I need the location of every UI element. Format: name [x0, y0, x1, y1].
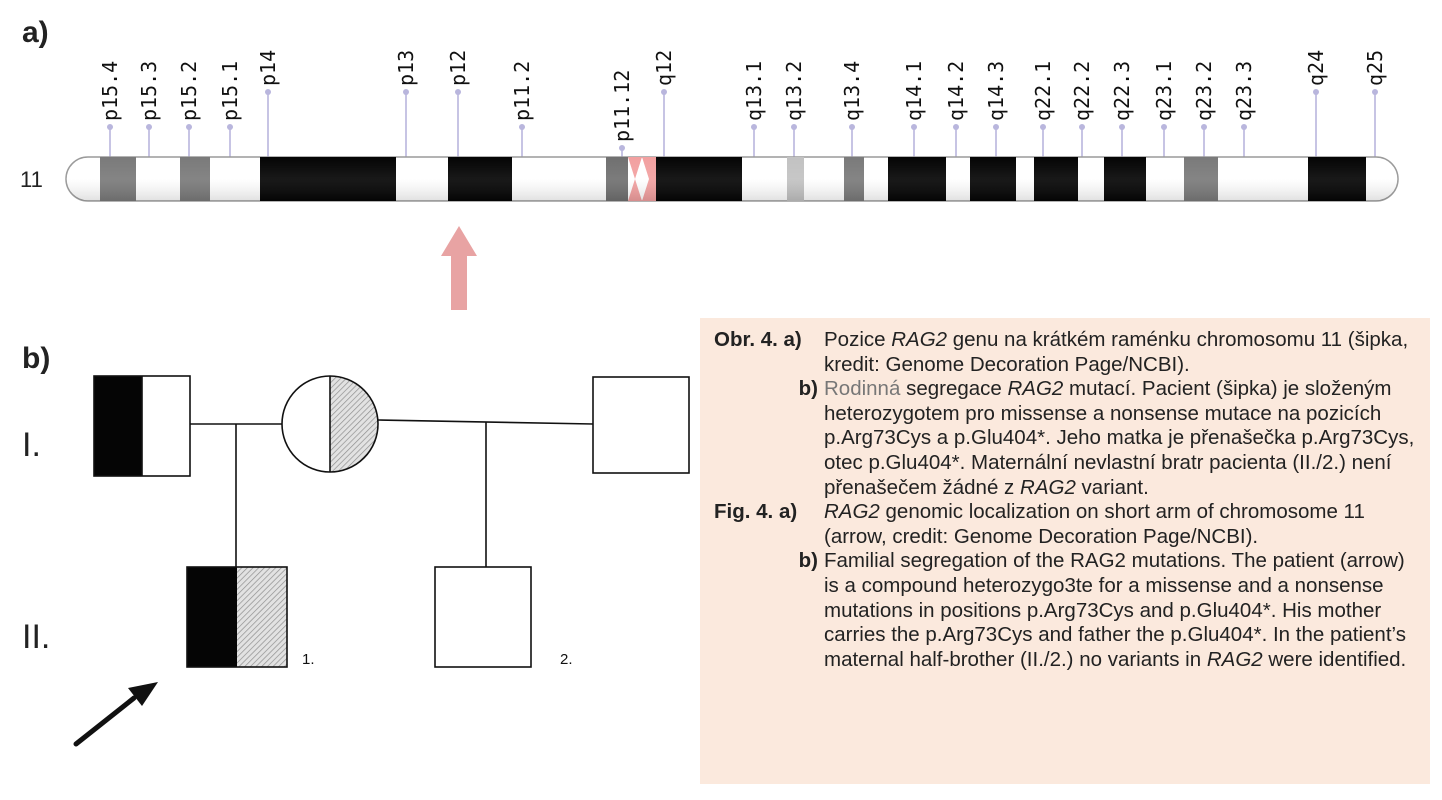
band-tick-dot — [146, 124, 152, 130]
figure-caption: Obr. 4. a) Pozice RAG2 genu na krátkém r… — [700, 318, 1430, 784]
chromosome-11 — [65, 156, 1399, 202]
mother-carrier-half — [330, 376, 378, 472]
patient-arrow — [73, 682, 158, 747]
band-label: q13.2 — [782, 61, 806, 121]
band-tick-dot — [519, 124, 525, 130]
pedigree-patient — [186, 566, 288, 668]
band-tick-dot — [186, 124, 192, 130]
band-tick-dot — [661, 89, 667, 95]
band-label: q23.1 — [1152, 61, 1176, 121]
pedigree — [93, 375, 690, 668]
band-tick-dot — [227, 124, 233, 130]
band-label: p15.4 — [98, 61, 122, 121]
generation-label-II: II. — [22, 618, 50, 656]
band-label: q25 — [1363, 50, 1387, 86]
band-label: q22.1 — [1031, 61, 1055, 121]
band-tick-dot — [265, 89, 271, 95]
band-tick-dot — [1313, 89, 1319, 95]
caption-cz-a: Obr. 4. a) Pozice RAG2 genu na krátkém r… — [714, 328, 1409, 376]
chromosome-arrow — [441, 226, 477, 310]
band-label: p14 — [256, 50, 280, 86]
band-label: q23.2 — [1192, 61, 1216, 121]
band-label: q14.3 — [984, 61, 1008, 121]
band-label: p13 — [394, 50, 418, 86]
band-tick-dot — [455, 89, 461, 95]
band-label: q23.3 — [1232, 61, 1256, 121]
band-tick-dot — [1119, 124, 1125, 130]
generation-label-I: I. — [22, 426, 41, 464]
panel-label-b: b) — [22, 342, 51, 375]
band-label: p12 — [446, 50, 470, 86]
gene-name: RAG2 — [1206, 647, 1263, 671]
caption-en-a-label: a) — [778, 500, 798, 524]
band-label: q14.2 — [944, 61, 968, 121]
caption-cz-a-label: a) — [783, 328, 802, 351]
patient-carrier-half — [237, 567, 287, 667]
band-label: p15.1 — [218, 61, 242, 121]
band-label: p15.3 — [137, 61, 161, 121]
caption-cz-b: b) Rodinná segregace RAG2 mutací. Pacien… — [714, 377, 1416, 500]
patient-affected-half — [187, 567, 237, 667]
pedigree-stepfather — [592, 376, 690, 474]
caption-en-b: b) Familial segregation of the RAG2 muta… — [714, 549, 1416, 672]
band-tick-dot — [1372, 89, 1378, 95]
father-affected-half — [94, 376, 142, 476]
gene-name: RAG2 — [824, 500, 880, 524]
up-arrow-icon — [441, 226, 477, 310]
band-tick-dot — [1161, 124, 1167, 130]
band-tick-dot — [953, 124, 959, 130]
band-label: q24 — [1304, 50, 1328, 86]
pedigree-half-brother — [434, 566, 532, 668]
band-label: q12 — [652, 50, 676, 86]
band-tick-dot — [107, 124, 113, 130]
band-tick-dot — [911, 124, 917, 130]
band-tick-dot — [1241, 124, 1247, 130]
band-tick-dot — [403, 89, 409, 95]
caption-en-b-label: b) — [798, 549, 818, 573]
gene-name: RAG2 — [1020, 475, 1076, 499]
gene-name: RAG2 — [891, 328, 948, 351]
band-label: q22.3 — [1110, 61, 1134, 121]
caption-en-a: Fig. 4. a) RAG2 genomic localization on … — [714, 500, 1365, 548]
band-label: p15.2 — [177, 61, 201, 121]
band-label: p11.2 — [510, 61, 534, 121]
band-tick-dot — [751, 124, 757, 130]
arrow-icon — [128, 682, 158, 706]
band-label: p11.12 — [610, 70, 634, 142]
band-tick-dot — [993, 124, 999, 130]
band-tick-dot — [1079, 124, 1085, 130]
band-tick-dot — [619, 145, 625, 151]
band-label: q13.1 — [742, 61, 766, 121]
panel-label-a: a) — [22, 16, 49, 49]
individual-number-2: 2. — [560, 651, 573, 668]
band-tick-dot — [791, 124, 797, 130]
band-label: q22.2 — [1070, 61, 1094, 121]
band-ticks: p15.4 p15.3 p15.2 p15.1 p14 p13 p12 p11.2 p11.12… — [98, 50, 1387, 157]
band-label: q13.4 — [840, 61, 864, 121]
band-tick-dot — [849, 124, 855, 130]
caption-cz-b-label: b) — [798, 377, 818, 401]
band-tick-dot — [1040, 124, 1046, 130]
band-label: q14.1 — [902, 61, 926, 121]
chromosome-name: 11 — [20, 167, 43, 192]
band-tick-dot — [1201, 124, 1207, 130]
caption-en-fig: Fig. 4. — [714, 500, 774, 524]
gene-name: RAG2 — [1007, 377, 1064, 401]
caption-cz-fig: Obr. 4. — [714, 328, 778, 351]
individual-number-1: 1. — [302, 651, 315, 668]
